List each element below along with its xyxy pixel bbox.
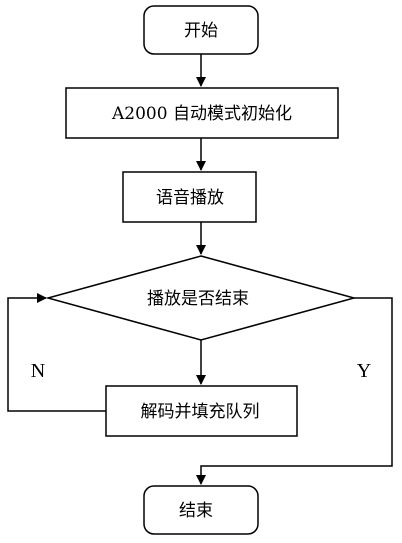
- decision-node-label: 播放是否结束: [147, 289, 249, 309]
- start-node-label: 开始: [184, 21, 218, 41]
- end-node-label: 结束: [179, 501, 213, 521]
- loop-back-line: [7, 293, 106, 412]
- init-node-label: A2000 自动模式初始化: [111, 104, 292, 124]
- no-branch-label: N: [31, 360, 45, 382]
- init-node: [65, 87, 339, 139]
- yes-branch-label: Y: [357, 360, 371, 382]
- play-node-label: 语音播放: [156, 188, 224, 208]
- decode-node-label: 解码并填充队列: [141, 402, 260, 422]
- end-node: [143, 485, 259, 535]
- yes-branch-line: [196, 297, 393, 485]
- play-node: [122, 171, 257, 223]
